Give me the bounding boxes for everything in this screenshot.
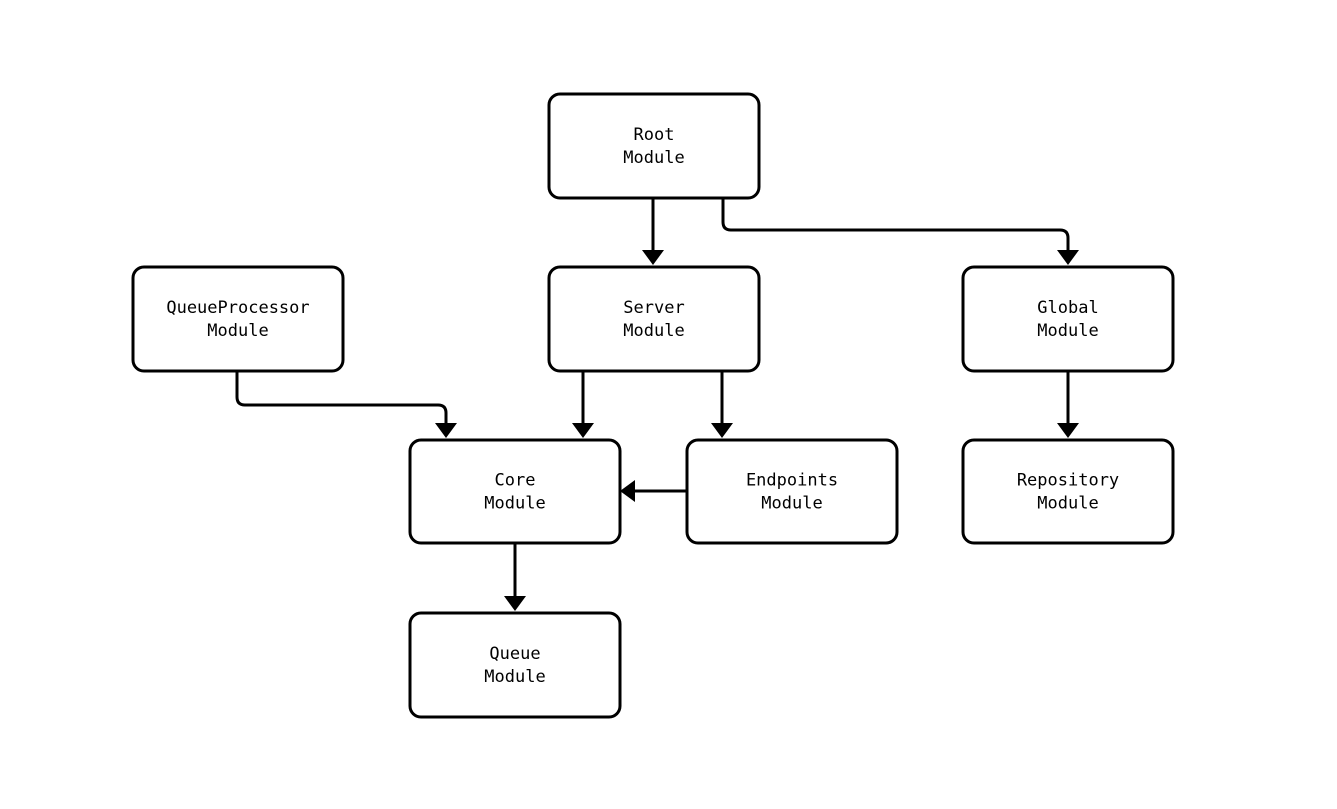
arrow-head-icon <box>1057 423 1079 438</box>
node-box[interactable] <box>131 265 345 373</box>
node-label-line2: Module <box>207 321 268 341</box>
node-label-line2: Module <box>1037 494 1098 514</box>
node-label-line1: Queue <box>489 644 540 664</box>
node-label-line1: Core <box>495 471 536 491</box>
node-label-line1: Repository <box>1017 471 1119 491</box>
node-box[interactable] <box>685 438 899 545</box>
node-box[interactable] <box>961 438 1175 545</box>
edges-layer <box>235 198 1079 611</box>
edge-root-to-server <box>642 198 664 265</box>
node-box[interactable] <box>408 611 622 719</box>
edge-server-to-endpoints <box>711 371 733 438</box>
arrow-head-icon <box>1057 250 1079 265</box>
edge-endpoints-to-core <box>620 480 687 502</box>
arrow-head-icon <box>572 423 594 438</box>
node-label-line2: Module <box>623 148 684 168</box>
node-box[interactable] <box>961 265 1175 373</box>
edge-core-to-queue <box>504 543 526 611</box>
edge-global-to-repository <box>1057 371 1079 438</box>
arrow-head-icon <box>642 250 664 265</box>
node-label-line1: Server <box>623 298 684 318</box>
node-box[interactable] <box>547 265 761 373</box>
node-label-line2: Module <box>623 321 684 341</box>
node-label-line2: Module <box>1037 321 1098 341</box>
node-label-line1: Global <box>1037 298 1098 318</box>
node-label-line2: Module <box>484 667 545 687</box>
node-label-line2: Module <box>484 494 545 514</box>
edge-line <box>721 198 1070 252</box>
arrow-head-icon <box>435 423 457 438</box>
node-box[interactable] <box>547 92 761 200</box>
node-label-line1: QueueProcessor <box>166 298 309 318</box>
edge-server-to-core <box>572 371 594 438</box>
arrow-head-icon <box>504 596 526 611</box>
arrow-head-icon <box>620 480 635 502</box>
nodes-layer: RootModuleQueueProcessorModuleServerModu… <box>131 92 1175 719</box>
node-box[interactable] <box>408 438 622 545</box>
node-label-line2: Module <box>761 494 822 514</box>
node-label-line1: Root <box>634 125 675 145</box>
edge-root-to-global <box>721 198 1079 265</box>
arrow-head-icon <box>711 423 733 438</box>
edge-line <box>235 371 448 425</box>
edge-queueprocessor-to-core <box>235 371 457 438</box>
node-label-line1: Endpoints <box>746 471 838 491</box>
